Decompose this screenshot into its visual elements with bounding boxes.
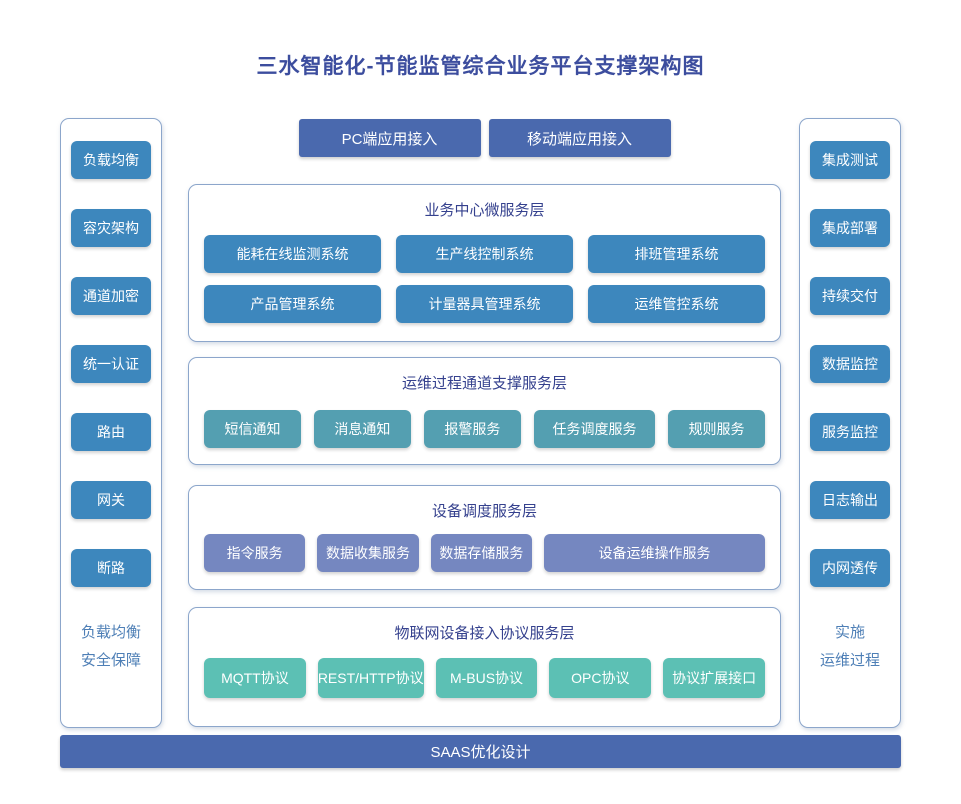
access-button-row: PC端应用接入 移动端应用接入 xyxy=(188,119,781,157)
access-entry-button: 移动端应用接入 xyxy=(488,119,671,157)
center-column: PC端应用接入 移动端应用接入 业务中心微服务层 能耗在线监测系统 生产线控制系… xyxy=(188,119,781,727)
layer-iot-protocol: 物联网设备接入协议服务层 MQTT协议 REST/HTTP协议 M-BUS协议 … xyxy=(188,607,781,727)
layer-items: MQTT协议 REST/HTTP协议 M-BUS协议 OPC协议 协议扩展接口 xyxy=(204,658,766,698)
process-button: 集成部署 xyxy=(810,209,890,247)
service-block: 报警服务 xyxy=(423,410,521,448)
access-entry-button: PC端应用接入 xyxy=(298,119,481,157)
capability-button: 网关 xyxy=(71,481,151,519)
service-block: 消息通知 xyxy=(313,410,411,448)
left-panel-footer: 负载均衡 安全保障 xyxy=(81,619,141,675)
layer-items: 短信通知 消息通知 报警服务 任务调度服务 规则服务 xyxy=(204,410,765,448)
process-button: 数据监控 xyxy=(810,345,890,383)
process-button: 集成测试 xyxy=(810,141,890,179)
protocol-block: 协议扩展接口 xyxy=(663,658,766,698)
protocol-block: REST/HTTP协议 xyxy=(317,658,424,698)
right-process-panel: 集成测试 集成部署 持续交付 数据监控 服务监控 日志输出 内网透传 实施 运维… xyxy=(799,118,901,728)
service-block: 产品管理系统 xyxy=(204,285,381,323)
capability-button: 路由 xyxy=(71,413,151,451)
capability-button: 通道加密 xyxy=(71,277,151,315)
capability-button: 断路 xyxy=(71,549,151,587)
service-block: 指令服务 xyxy=(204,534,306,572)
protocol-block: MQTT协议 xyxy=(204,658,306,698)
panel-footer-label: 实施 xyxy=(834,624,865,641)
protocol-block: M-BUS协议 xyxy=(435,658,538,698)
service-block: 能耗在线监测系统 xyxy=(204,235,381,273)
service-block: 规则服务 xyxy=(668,410,765,448)
process-button: 持续交付 xyxy=(810,277,890,315)
layer-device-scheduling: 设备调度服务层 指令服务 数据收集服务 数据存储服务 设备运维操作服务 xyxy=(188,485,781,590)
service-block: 数据存储服务 xyxy=(430,534,533,572)
service-block: 数据收集服务 xyxy=(317,534,419,572)
left-capability-panel: 负载均衡 容灾架构 通道加密 统一认证 路由 网关 断路 负载均衡 安全保障 xyxy=(60,118,162,728)
layer-title: 物联网设备接入协议服务层 xyxy=(394,625,575,642)
saas-design-bar: SAAS优化设计 xyxy=(60,735,901,768)
service-block: 运维管控系统 xyxy=(588,285,765,323)
layer-title: 业务中心微服务层 xyxy=(424,202,545,219)
diagram-title: 三水智能化-节能监管综合业务平台支撑架构图 xyxy=(256,55,705,78)
layer-items: 指令服务 数据收集服务 数据存储服务 设备运维操作服务 xyxy=(204,534,765,572)
protocol-block: OPC协议 xyxy=(549,658,652,698)
layer-business-microservices: 业务中心微服务层 能耗在线监测系统 生产线控制系统 排班管理系统 产品管理系统 … xyxy=(188,184,781,342)
layer-title: 设备调度服务层 xyxy=(431,503,537,520)
layer-items: 能耗在线监测系统 生产线控制系统 排班管理系统 产品管理系统 计量器具管理系统 … xyxy=(204,235,765,323)
layer-ops-channel-support: 运维过程通道支撑服务层 短信通知 消息通知 报警服务 任务调度服务 规则服务 xyxy=(188,357,781,465)
capability-button: 统一认证 xyxy=(71,345,151,383)
service-block: 短信通知 xyxy=(204,410,301,448)
panel-footer-label: 运维过程 xyxy=(819,652,880,669)
right-panel-footer: 实施 运维过程 xyxy=(820,619,880,675)
panel-footer-label: 安全保障 xyxy=(80,652,141,669)
process-button: 内网透传 xyxy=(810,549,890,587)
process-button: 服务监控 xyxy=(810,413,890,451)
capability-button: 容灾架构 xyxy=(71,209,151,247)
layer-title: 运维过程通道支撑服务层 xyxy=(401,375,567,392)
panel-footer-label: 负载均衡 xyxy=(80,624,141,641)
service-block: 计量器具管理系统 xyxy=(396,285,573,323)
service-block: 生产线控制系统 xyxy=(396,235,573,273)
service-block: 任务调度服务 xyxy=(533,410,656,448)
capability-button: 负载均衡 xyxy=(71,141,151,179)
service-block: 排班管理系统 xyxy=(588,235,765,273)
process-button: 日志输出 xyxy=(810,481,890,519)
service-block: 设备运维操作服务 xyxy=(544,534,765,572)
